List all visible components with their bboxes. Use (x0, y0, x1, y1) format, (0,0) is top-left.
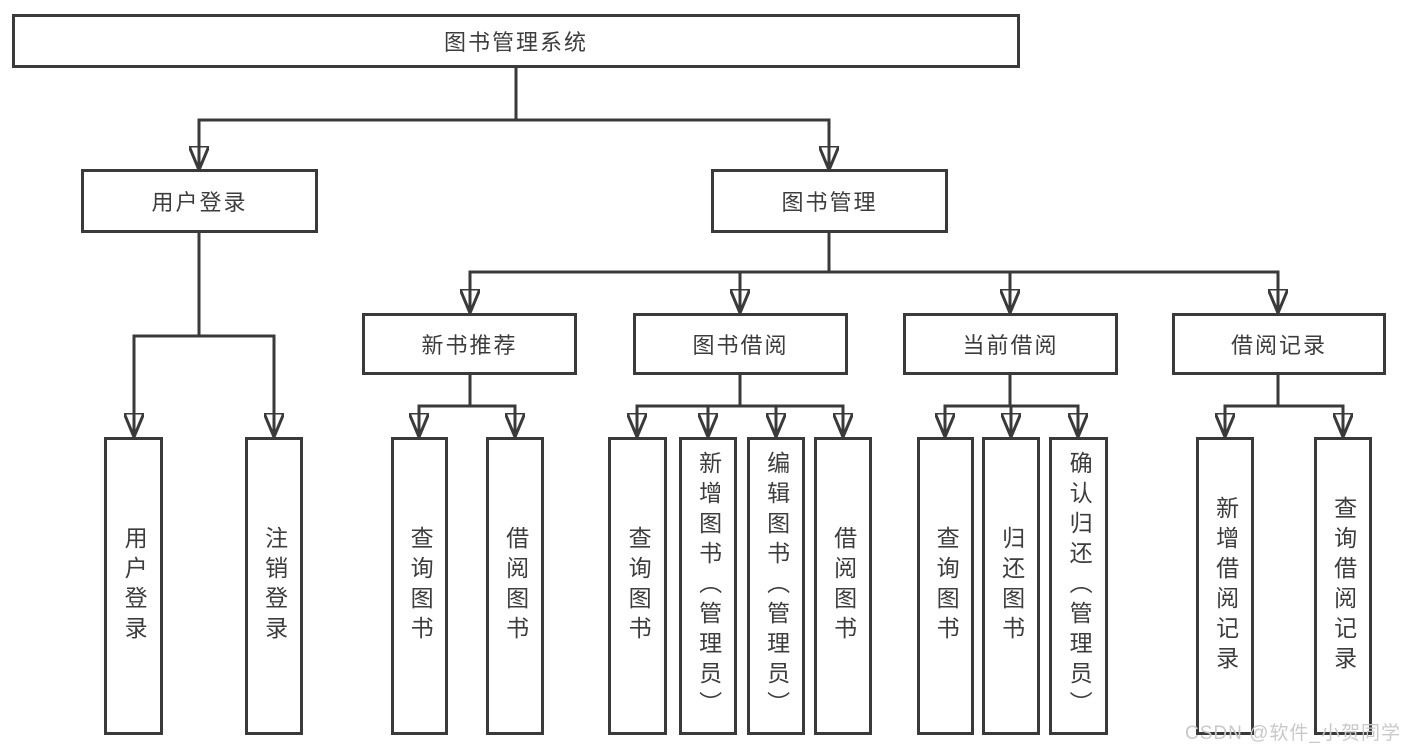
node-label: 图书管理系统 (443, 30, 588, 55)
node-book-management: 图书管理 (711, 169, 948, 233)
leaf-borrow-query-books: 查询图书 (608, 437, 667, 735)
node-system-root: 图书管理系统 (12, 14, 1020, 68)
node-label: 新增图书（管理员） (695, 451, 722, 721)
node-user-login-branch: 用户登录 (81, 169, 318, 233)
node-label: 查询借阅记录 (1330, 496, 1357, 676)
node-label: 图书借阅 (692, 333, 789, 358)
leaf-recommend-borrow-books: 借阅图书 (486, 437, 544, 735)
node-label: 图书管理 (781, 190, 878, 215)
node-label: 用户登录 (151, 190, 248, 215)
leaf-records-add-record: 新增借阅记录 (1196, 437, 1254, 735)
node-label: 查询图书 (407, 526, 434, 646)
leaf-records-query-record: 查询借阅记录 (1314, 437, 1372, 735)
node-current-borrow: 当前借阅 (903, 313, 1118, 375)
leaf-logout: 注销登录 (245, 437, 303, 735)
watermark: CSDN @软件_小贺同学 (1185, 723, 1401, 744)
node-label: 查询图书 (625, 526, 652, 646)
node-label: 借阅图书 (502, 526, 529, 646)
node-label: 借阅图书 (830, 526, 857, 646)
node-label: 查询图书 (933, 526, 960, 646)
leaf-borrow-add-books-admin: 新增图书（管理员） (679, 437, 737, 735)
node-book-borrow: 图书借阅 (633, 313, 848, 375)
node-label: 当前借阅 (962, 333, 1059, 358)
node-borrow-records: 借阅记录 (1172, 313, 1386, 375)
node-label: 注销登录 (261, 526, 288, 646)
leaf-current-return-books: 归还图书 (982, 437, 1040, 735)
leaf-current-query-books: 查询图书 (917, 437, 974, 735)
node-new-book-recommend: 新书推荐 (362, 313, 577, 375)
node-label: 确认归还（管理员） (1066, 451, 1093, 721)
leaf-user-login: 用户登录 (104, 437, 163, 735)
node-label: 归还图书 (998, 526, 1025, 646)
node-label: 新书推荐 (421, 333, 518, 358)
leaf-borrow-borrow-books: 借阅图书 (814, 437, 872, 735)
leaf-current-confirm-return-admin: 确认归还（管理员） (1049, 437, 1108, 735)
node-label: 新增借阅记录 (1212, 496, 1239, 676)
leaf-recommend-query-books: 查询图书 (391, 437, 448, 735)
node-label: 用户登录 (121, 526, 148, 646)
node-label: 借阅记录 (1230, 333, 1327, 358)
leaf-borrow-edit-books-admin: 编辑图书（管理员） (747, 437, 805, 735)
node-label: 编辑图书（管理员） (763, 451, 790, 721)
